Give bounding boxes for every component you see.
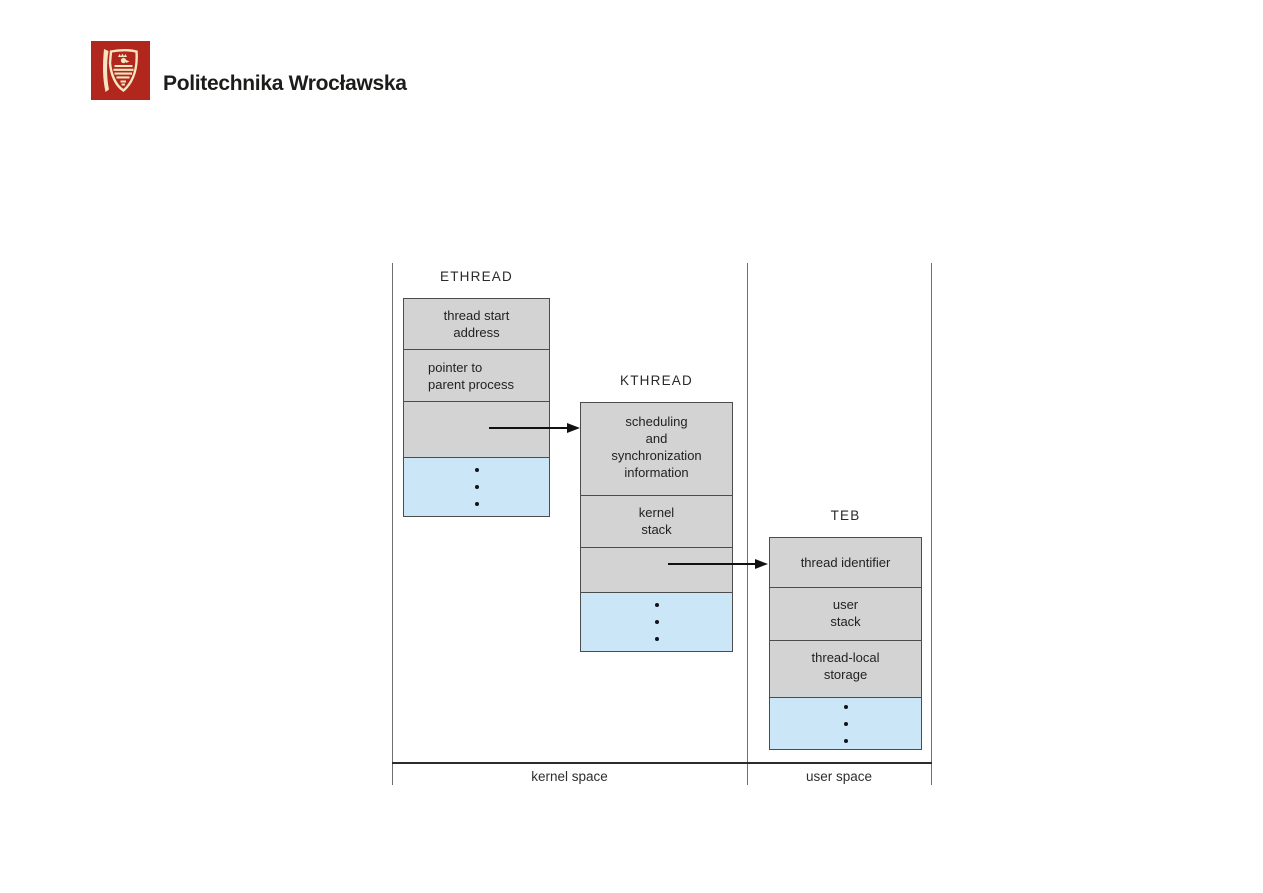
section-text-line: storage [823,667,868,682]
section-text-line: information [624,465,689,480]
section-text-line: stack [641,522,672,537]
teb-block: thread identifier user stack thread-loca… [769,537,922,750]
ellipsis-dot [474,485,479,489]
ellipsis-dots-icon [770,698,921,749]
arrow-head-icon [755,559,768,569]
ellipsis-dot [474,502,479,506]
section-text-line: synchronization [611,448,702,463]
kthread-section-kernel-stack: kernel stack [581,496,732,548]
kthread-section-ellipsis [581,593,732,651]
ethread-section-ellipsis [404,458,549,516]
section-text-line: thread-local [811,650,880,665]
arrow-head-icon [567,423,580,433]
ellipsis-dots-icon [581,593,732,651]
section-text-line: scheduling [625,414,688,429]
space-labels-separator-line [392,762,932,764]
kthread-section-scheduling-sync-info: scheduling and synchronization informati… [581,403,732,496]
kthread-title: KTHREAD [620,373,693,388]
ellipsis-dot [843,704,848,709]
ellipsis-dot [654,603,659,607]
ethread-to-kthread-arrow [489,427,567,429]
ethread-section-pointer-to-parent-process: pointer to parent process [404,350,549,402]
ellipsis-dot [843,738,848,743]
section-text-line: kernel [638,505,675,520]
section-text-line: user [832,597,859,612]
section-text-line: address [453,325,500,340]
ethread-block: thread start address pointer to parent p… [403,298,550,517]
ellipsis-dots-icon [404,458,549,516]
teb-section-ellipsis [770,698,921,749]
teb-title: TEB [830,508,861,523]
ethread-title: ETHREAD [440,269,513,284]
kthread-to-teb-arrow [668,563,755,565]
section-text-line: thread start [443,308,510,323]
section-text-line: thread identifier [800,555,891,570]
user-space-label: user space [805,769,873,784]
kthread-block: scheduling and synchronization informati… [580,402,733,652]
ellipsis-dot [654,620,659,624]
kthread-section-teb-pointer [581,548,732,593]
user-space-right-border-line [931,263,932,785]
ellipsis-dot [474,468,479,472]
kernel-user-space-divider-line [747,263,748,785]
ethread-section-kthread-pointer [404,402,549,458]
ethread-section-thread-start-address: thread start address [404,299,549,350]
university-crest-icon [91,41,150,100]
kernel-space-label: kernel space [531,769,608,784]
teb-section-user-stack: user stack [770,588,921,641]
teb-section-thread-identifier: thread identifier [770,538,921,588]
section-text-line: pointer to [428,360,483,375]
section-text-line: stack [830,614,861,629]
institution-name: Politechnika Wrocławska [163,72,407,95]
kernel-space-left-border-line [392,263,393,785]
ellipsis-dot [843,721,848,726]
section-text-line: and [645,431,668,446]
ellipsis-dot [654,637,659,641]
section-text-line: parent process [428,377,514,392]
teb-section-thread-local-storage: thread-local storage [770,641,921,698]
